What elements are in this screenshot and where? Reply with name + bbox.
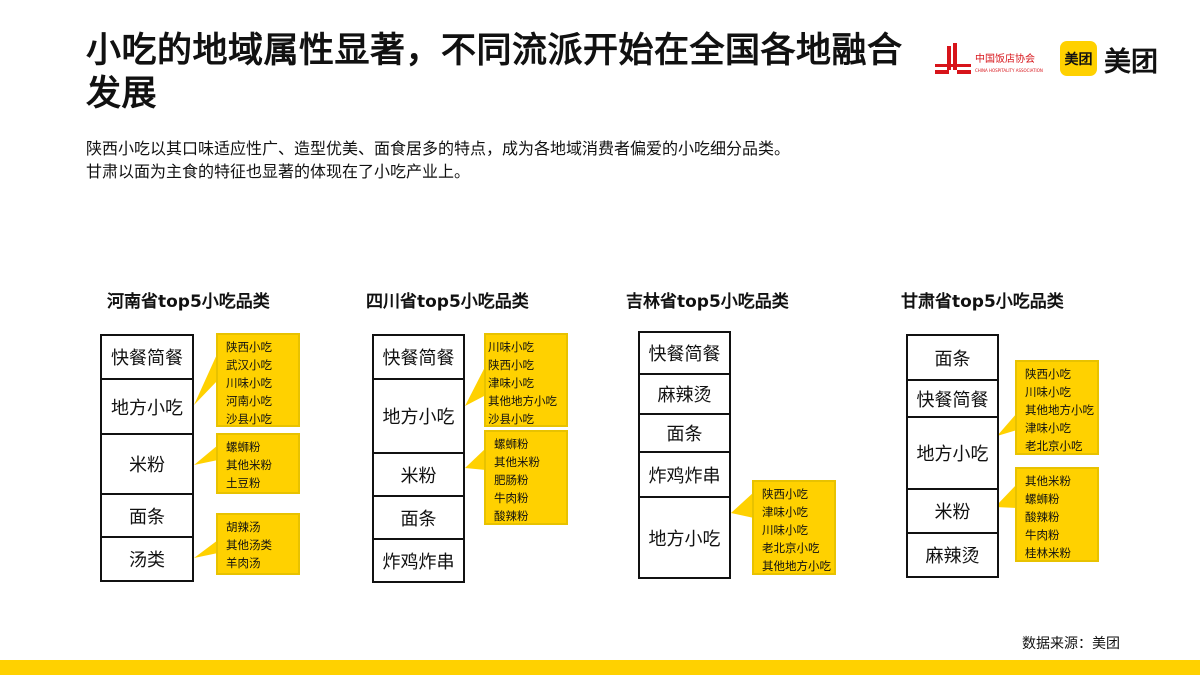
callout-item: 酸辣粉: [494, 509, 529, 523]
callout-item: 牛肉粉: [1025, 528, 1060, 542]
callout-sichuan-local-snacks: 川味小吃 陕西小吃 津味小吃 其他地方小吃 沙县小吃: [484, 333, 568, 427]
data-source: 数据来源：美团: [1022, 636, 1120, 652]
svg-text:CHINA HOSPITALITY ASSOCIATION: CHINA HOSPITALITY ASSOCIATION: [975, 68, 1043, 73]
callout-item: 老北京小吃: [762, 541, 820, 555]
category-row: 地方小吃: [908, 418, 997, 490]
category-row: 汤类: [129, 550, 165, 571]
callout-item: 川味小吃: [226, 376, 272, 390]
callout-item: 陕西小吃: [1025, 367, 1071, 381]
category-row: 地方小吃: [648, 528, 721, 550]
category-row: 面条: [374, 497, 463, 540]
category-row: 麻辣烫: [925, 546, 980, 567]
callout-item: 其他米粉: [1025, 474, 1071, 488]
callout-item: 河南小吃: [226, 394, 272, 408]
category-row: 米粉: [374, 454, 463, 497]
category-row: 面条: [908, 336, 997, 381]
callout-item: 沙县小吃: [488, 412, 534, 426]
callout-item: 津味小吃: [762, 505, 808, 519]
callout-item: 川味小吃: [1025, 385, 1071, 399]
category-row: 米粉: [908, 490, 997, 534]
diagram-title-henan: 河南省top5小吃品类: [107, 292, 270, 312]
callout-henan-soups: 胡辣汤 其他汤类 羊肉汤: [216, 513, 300, 575]
diagram-title-gansu: 甘肃省top5小吃品类: [901, 292, 1064, 312]
callout-item: 其他米粉: [494, 455, 540, 469]
callout-item: 沙县小吃: [226, 412, 272, 426]
callout-item: 陕西小吃: [488, 358, 534, 372]
subtitle-line: 陕西小吃以其口味适应性广、造型优美、面食居多的特点，成为各地域消费者偏爱的小吃细…: [86, 139, 791, 158]
callout-henan-rice-noodles: 螺蛳粉 其他米粉 土豆粉: [216, 433, 300, 494]
china-hospitality-association-logo: 中国饭店协会 CHINA HOSPITALITY ASSOCIATION: [935, 43, 1043, 74]
category-row: 炸鸡炸串: [640, 453, 729, 498]
footer-accent-bar: [0, 660, 1200, 675]
category-row: 炸鸡炸串: [382, 551, 455, 573]
diagram-title-sichuan: 四川省top5小吃品类: [366, 292, 529, 312]
callout-item: 螺蛳粉: [494, 437, 529, 451]
callout-item: 陕西小吃: [762, 487, 808, 501]
category-row: 快餐简餐: [908, 381, 997, 418]
category-stack-henan: 快餐简餐 地方小吃 米粉 面条 汤类: [100, 334, 194, 582]
meituan-wordmark-logo: 美团: [1104, 47, 1158, 78]
callout-item: 螺蛳粉: [1025, 492, 1060, 506]
subtitle-line: 甘肃以面为主食的特征也显著的体现在了小吃产业上。: [86, 162, 471, 181]
callout-sichuan-rice-noodles: 螺蛳粉 其他米粉 肥肠粉 牛肉粉 酸辣粉: [484, 430, 568, 525]
category-row: 地方小吃: [102, 380, 192, 435]
category-stack-jilin: 快餐简餐 麻辣烫 面条 炸鸡炸串 地方小吃: [638, 331, 731, 579]
meituan-badge-logo: 美团: [1060, 41, 1097, 76]
svg-text:中国饭店协会: 中国饭店协会: [975, 52, 1035, 65]
callout-item: 其他地方小吃: [762, 559, 831, 573]
callout-item: 其他米粉: [226, 458, 272, 472]
diagram-title-jilin: 吉林省top5小吃品类: [626, 292, 789, 312]
callout-item: 牛肉粉: [494, 491, 529, 505]
callout-item: 老北京小吃: [1025, 439, 1083, 453]
callout-item: 土豆粉: [226, 476, 261, 490]
callout-item: 肥肠粉: [494, 473, 529, 487]
category-row: 面条: [102, 495, 192, 538]
callout-item: 津味小吃: [1025, 421, 1071, 435]
callout-item: 桂林米粉: [1025, 546, 1071, 560]
callout-jilin-local-snacks: 陕西小吃 津味小吃 川味小吃 老北京小吃 其他地方小吃: [752, 480, 836, 575]
category-row: 米粉: [102, 435, 192, 495]
callout-item: 其他地方小吃: [488, 394, 557, 408]
callout-item: 其他汤类: [226, 538, 272, 552]
page-subtitle: 陕西小吃以其口味适应性广、造型优美、面食居多的特点，成为各地域消费者偏爱的小吃细…: [86, 137, 790, 183]
callout-item: 酸辣粉: [1025, 510, 1060, 524]
callout-item: 羊肉汤: [226, 556, 261, 570]
category-row: 地方小吃: [374, 380, 463, 454]
category-row: 面条: [640, 415, 729, 453]
callout-item: 胡辣汤: [226, 520, 261, 534]
callout-item: 武汉小吃: [226, 358, 272, 372]
callout-item: 其他地方小吃: [1025, 403, 1094, 417]
category-stack-sichuan: 快餐简餐 地方小吃 米粉 面条 炸鸡炸串: [372, 334, 465, 583]
category-row: 麻辣烫: [640, 375, 729, 415]
category-stack-gansu: 面条 快餐简餐 地方小吃 米粉 麻辣烫: [906, 334, 999, 578]
category-row: 快餐简餐: [640, 333, 729, 375]
callout-item: 螺蛳粉: [226, 440, 261, 454]
callout-item: 陕西小吃: [226, 340, 272, 354]
category-row: 快餐简餐: [374, 336, 463, 380]
callout-gansu-local-snacks: 陕西小吃 川味小吃 其他地方小吃 津味小吃 老北京小吃: [1015, 360, 1099, 455]
callout-item: 川味小吃: [762, 523, 808, 537]
callout-item: 津味小吃: [488, 376, 534, 390]
category-row: 快餐简餐: [102, 336, 192, 380]
page-title: 小吃的地域属性显著，不同流派开始在全国各地融合发展: [86, 31, 903, 114]
callout-henan-local-snacks: 陕西小吃 武汉小吃 川味小吃 河南小吃 沙县小吃: [216, 333, 300, 427]
callout-gansu-rice-noodles: 其他米粉 螺蛳粉 酸辣粉 牛肉粉 桂林米粉: [1015, 467, 1099, 562]
callout-item: 川味小吃: [488, 340, 534, 354]
